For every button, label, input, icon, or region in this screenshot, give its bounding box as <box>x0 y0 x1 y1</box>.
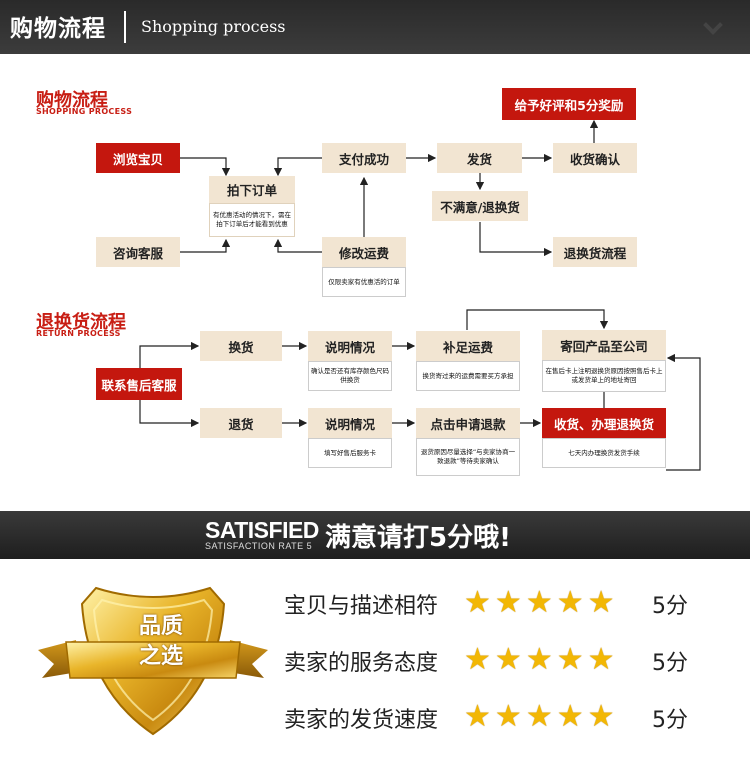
modify-fee-note: 仅限卖家有优惠活的订单 <box>322 267 406 297</box>
header-title: 购物流程 <box>10 16 106 42</box>
star-icon: ★ <box>525 642 553 677</box>
rating-stars: ★★★★★ <box>464 702 615 732</box>
pay-extra-step: 补足运费 <box>416 331 520 361</box>
header-subtitle: Shopping process <box>141 17 286 36</box>
ship-step: 发货 <box>437 143 522 173</box>
star-icon: ★ <box>494 642 522 677</box>
returns-title: 退换货流程 <box>36 312 126 333</box>
consult-step: 咨询客服 <box>96 237 180 267</box>
handle-return-step: 收货、办理退换货 <box>542 408 666 438</box>
return-flow-step: 退换货流程 <box>553 237 637 267</box>
rating-label: 卖家的服务态度 <box>284 651 439 676</box>
unsatisfied-step: 不满意/退换货 <box>432 191 528 221</box>
refund-step: 退货 <box>200 408 282 438</box>
satisfied-cn: 满意请打5分哦! <box>325 523 511 553</box>
badge-text: 品质 之选 <box>116 612 206 672</box>
exchange-step: 换货 <box>200 331 282 361</box>
star-icon: ★ <box>587 642 615 677</box>
modify-fee-step: 修改运费 <box>322 237 406 267</box>
rating-label: 宝贝与描述相符 <box>284 594 439 619</box>
star-icon: ★ <box>494 699 522 734</box>
apply-refund-step: 点击申请退款 <box>416 408 520 438</box>
browse-step: 浏览宝贝 <box>96 143 180 173</box>
order-note: 有优惠活动的情况下，需在拍下订单后才能看到优惠 <box>209 203 295 237</box>
reward-step: 给予好评和5分奖励 <box>502 88 636 120</box>
star-icon: ★ <box>464 642 491 677</box>
shopping-subtitle: SHOPPING PROCESS <box>36 107 133 116</box>
explain-note-1: 确认是否还有库存颜色尺码供换货 <box>308 361 392 391</box>
order-step: 拍下订单 <box>209 176 295 203</box>
explain-step-1: 说明情况 <box>308 331 392 361</box>
star-icon: ★ <box>494 585 522 620</box>
rating-score: 5分 <box>652 651 688 676</box>
star-icon: ★ <box>464 699 491 734</box>
badge-line2: 之选 <box>138 644 183 669</box>
header-divider <box>124 11 126 43</box>
contact-service-step: 联系售后客服 <box>96 368 182 400</box>
explain-step-2: 说明情况 <box>308 408 392 438</box>
pay-step: 支付成功 <box>322 143 406 173</box>
star-icon: ★ <box>556 585 584 620</box>
apply-refund-note: 退货原因尽量选择“与卖家协商一致退款”等待卖家确认 <box>416 438 520 476</box>
star-icon: ★ <box>556 642 584 677</box>
quality-badge-icon <box>38 586 268 736</box>
explain-note-2: 填写好售后服务卡 <box>308 438 392 468</box>
returns-subtitle: RETURN PROCESS <box>36 329 121 338</box>
rating-label: 卖家的发货速度 <box>284 708 439 733</box>
satisfied-rate: SATISFACTION RATE 5 <box>205 541 313 551</box>
handle-return-note: 七天内办理换货发货手续 <box>542 438 666 468</box>
rating-stars: ★★★★★ <box>464 645 615 675</box>
send-back-note: 在售后卡上注明退换货原因按照售后卡上或发货单上的地址寄回 <box>542 360 666 392</box>
pay-extra-note: 换货寄过来的运费需要买方承担 <box>416 361 520 391</box>
star-icon: ★ <box>525 585 553 620</box>
receive-step: 收货确认 <box>553 143 637 173</box>
star-icon: ★ <box>464 585 491 620</box>
satisfied-heading: SATISFIED <box>205 517 319 543</box>
rating-stars: ★★★★★ <box>464 588 615 618</box>
star-icon: ★ <box>556 699 584 734</box>
shopping-title: 购物流程 <box>36 90 108 111</box>
star-icon: ★ <box>587 699 615 734</box>
rating-score: 5分 <box>652 594 688 619</box>
star-icon: ★ <box>525 699 553 734</box>
send-back-step: 寄回产品至公司 <box>542 330 666 360</box>
badge-line1: 品质 <box>138 614 183 639</box>
rating-score: 5分 <box>652 708 688 733</box>
star-icon: ★ <box>587 585 615 620</box>
satisfied-banner <box>0 511 750 559</box>
